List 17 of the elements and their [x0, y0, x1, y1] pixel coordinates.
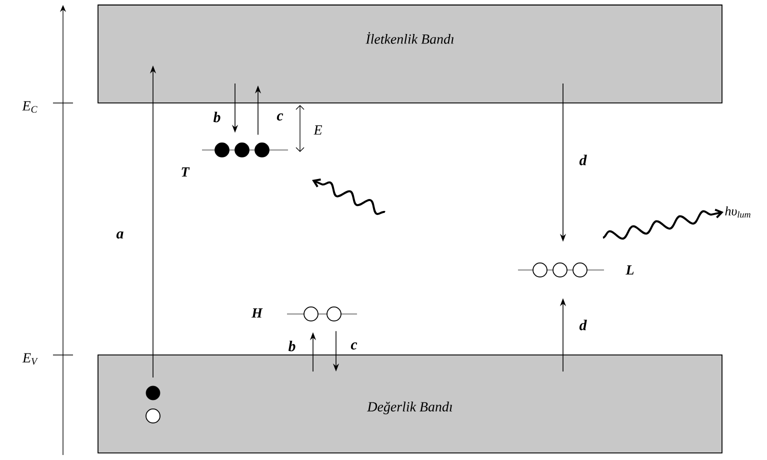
- axis-label: E$_{C}$: [22, 101, 38, 113]
- edge-label: d: [579, 154, 587, 166]
- level-label: T: [182, 167, 190, 177]
- edge-label: b: [288, 340, 296, 352]
- edge-label: c: [350, 342, 358, 350]
- edge-label: a: [116, 231, 124, 239]
- level-label: H: [251, 308, 263, 318]
- band-box: İletkenlik Bandı: [98, 4, 722, 104]
- edge-label: c: [276, 113, 284, 121]
- photon-label: hυ$_{lum}$: [725, 206, 750, 218]
- edge-label: b: [213, 112, 220, 122]
- edge-label: d: [579, 320, 587, 330]
- axis-label: E$_{V}$: [22, 353, 38, 365]
- band-box: Değerlik Bandı: [98, 354, 722, 454]
- photon-arrow: [602, 208, 724, 240]
- level-label: L: [626, 265, 634, 275]
- axis-label: E: [314, 125, 322, 135]
